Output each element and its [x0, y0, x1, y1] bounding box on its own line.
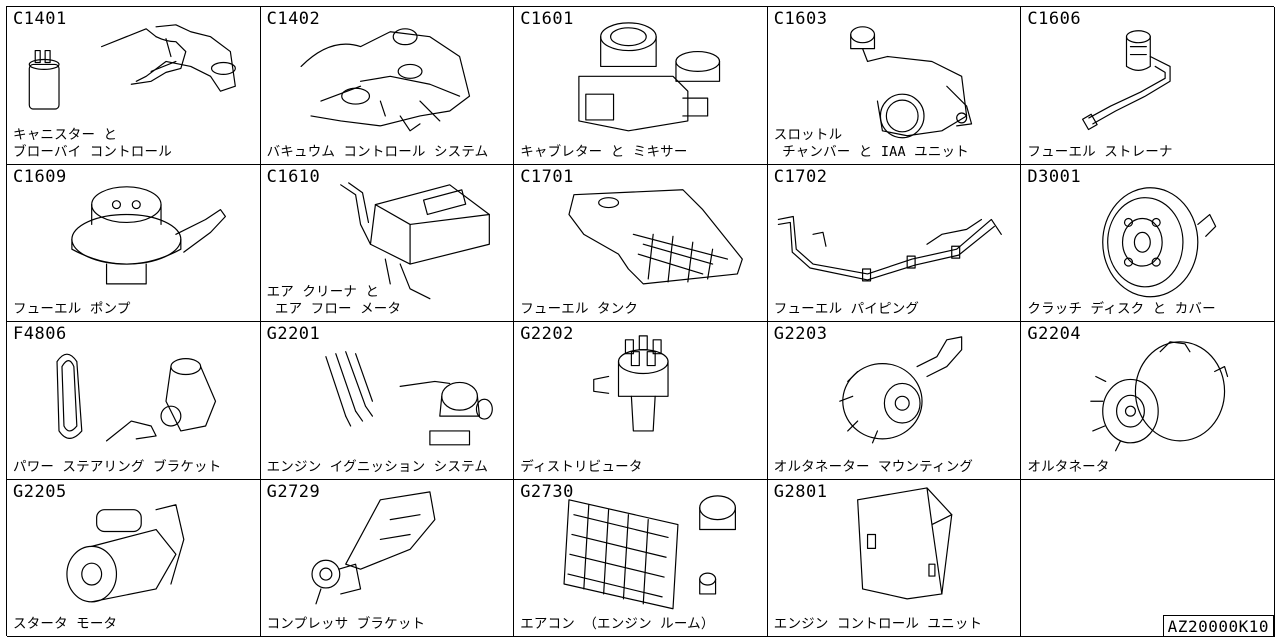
part-caption: スロットル チャンバー と IAA ユニット	[773, 126, 969, 160]
catalog-reference-number: AZ20000K10	[1162, 615, 1274, 636]
catalog-cell-g2201[interactable]: G2201 エンジン イグニッション システム	[260, 322, 515, 480]
canister-blowby-icon	[28, 24, 236, 110]
catalog-cell-c1601[interactable]: C1601 キャブレター と ミキサー	[514, 7, 768, 165]
starter-motor-icon	[66, 503, 185, 602]
catalog-cell-g2205[interactable]: G2205 スタータ モータ	[7, 479, 261, 637]
part-caption: スタータ モータ	[13, 616, 118, 632]
part-code: G2205	[13, 481, 67, 502]
part-code: G2202	[520, 324, 574, 344]
part-code: C1609	[13, 166, 67, 187]
power-steering-icon	[56, 353, 217, 442]
catalog-cell-c1702[interactable]: C1702 フューエル パイピング	[767, 164, 1022, 322]
part-code: D3001	[1027, 166, 1082, 187]
part-caption: フューエル パイピング	[773, 301, 920, 317]
part-code: G2730	[520, 481, 574, 502]
part-caption: フューエル ポンプ	[13, 301, 131, 317]
catalog-cell-c1610[interactable]: C1610 エア クリーナ と エア フロー メータ	[260, 164, 515, 322]
catalog-cell-d3001[interactable]: D3001 クラッチ ディスク と カバー	[1021, 164, 1275, 322]
part-code: G2801	[773, 481, 828, 502]
part-code: G2729	[266, 481, 321, 502]
compressor-bracket-icon	[311, 490, 436, 604]
part-caption: キャブレター と ミキサー	[520, 143, 688, 160]
part-caption: バキュウム コントロール システム	[266, 143, 489, 160]
part-caption: エンジン コントロール ユニット	[773, 616, 983, 632]
alternator-icon	[1090, 341, 1229, 452]
ignition-system-icon	[324, 351, 493, 446]
part-caption: フューエル タンク	[520, 301, 639, 317]
catalog-cell-c1609[interactable]: C1609 フューエル ポンプ	[7, 164, 261, 322]
part-caption: フューエル ストレーナ	[1027, 143, 1173, 160]
catalog-cell-g2204[interactable]: G2204 オルタネータ	[1021, 322, 1275, 480]
catalog-cell-c1603[interactable]: C1603 スロットル チャンバー と IAA ユニット	[767, 7, 1022, 165]
distributor-icon	[593, 335, 669, 432]
alternator-mounting-icon	[839, 336, 963, 444]
part-caption: エアコン （エンジン ルーム）	[520, 616, 715, 632]
part-caption: オルタネーター マウンティング	[773, 458, 974, 475]
part-caption: クラッチ ディスク と カバー	[1027, 301, 1216, 317]
fuel-piping-icon	[777, 215, 1002, 281]
parts-catalog-grid: C1401 キャニスター と ブローバイ コントロール C1402 バキュウム …	[6, 6, 1275, 637]
part-code: G2203	[773, 324, 828, 344]
part-code: C1601	[520, 9, 574, 29]
throttle-chamber-icon	[849, 26, 972, 139]
catalog-cell-empty	[1021, 479, 1275, 637]
part-code: C1610	[266, 166, 321, 187]
part-code: C1701	[520, 166, 574, 187]
catalog-cell-c1401[interactable]: C1401 キャニスター と ブローバイ コントロール	[7, 7, 261, 165]
catalog-cell-f4806[interactable]: F4806 パワー ステアリング ブラケット	[7, 322, 261, 480]
fuel-strainer-icon	[1082, 30, 1172, 131]
part-caption: エア クリーナ と エア フロー メータ	[266, 284, 402, 317]
part-code: C1606	[1027, 9, 1082, 29]
catalog-cell-g2203[interactable]: G2203 オルタネーター マウンティング	[767, 322, 1022, 480]
clutch-disc-icon	[1102, 186, 1217, 297]
part-code: C1603	[773, 9, 828, 29]
catalog-cell-c1402[interactable]: C1402 バキュウム コントロール システム	[260, 7, 515, 165]
part-caption: ディストリビュータ	[520, 458, 643, 475]
carburetor-icon	[578, 22, 721, 132]
part-caption: オルタネータ	[1027, 458, 1110, 475]
part-code: C1401	[13, 9, 67, 29]
catalog-cell-g2801[interactable]: G2801 エンジン コントロール ユニット	[767, 479, 1022, 637]
fuel-pump-icon	[71, 185, 227, 284]
part-code: C1702	[773, 166, 828, 187]
part-caption: キャニスター と ブローバイ コントロール	[13, 126, 172, 160]
part-caption: コンプレッサ ブラケット	[266, 616, 426, 632]
part-caption: エンジン イグニッション システム	[266, 458, 489, 475]
catalog-cell-g2729[interactable]: G2729 コンプレッサ ブラケット	[260, 479, 515, 637]
catalog-cell-c1606[interactable]: C1606 フューエル ストレーナ	[1021, 7, 1275, 165]
aircon-icon	[563, 494, 737, 609]
fuel-tank-icon	[568, 188, 744, 284]
part-code: C1402	[266, 9, 321, 29]
catalog-cell-g2202[interactable]: G2202 ディストリビュータ	[514, 322, 768, 480]
air-cleaner-icon	[339, 181, 490, 299]
part-caption: パワー ステアリング ブラケット	[13, 458, 222, 475]
engine-control-unit-icon	[856, 486, 953, 599]
part-code: F4806	[13, 324, 67, 344]
catalog-cell-g2730[interactable]: G2730 エアコン （エンジン ルーム）	[514, 479, 768, 637]
part-code: G2204	[1027, 324, 1082, 344]
part-code: G2201	[266, 324, 321, 344]
vacuum-control-icon	[300, 28, 470, 132]
catalog-cell-c1701[interactable]: C1701 フューエル タンク	[514, 164, 768, 322]
